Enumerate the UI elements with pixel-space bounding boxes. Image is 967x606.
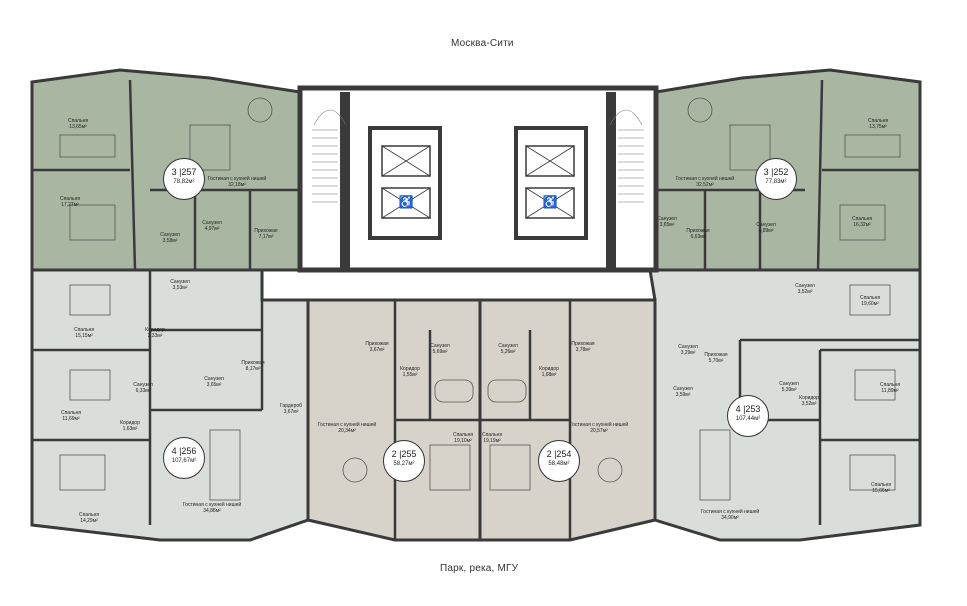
staircase-left: [312, 109, 347, 203]
apartment-number: 2 |255: [391, 449, 417, 459]
elevator-hall-left: [368, 126, 442, 240]
core-wall-left: [340, 92, 350, 270]
orientation-top: Москва-Сити: [451, 38, 514, 49]
elevator-cross: [525, 187, 575, 219]
furniture: [59, 97, 901, 501]
elevator-hall-right: [514, 126, 588, 240]
orientation-bottom: Парк, река, МГУ: [440, 563, 519, 574]
apartment-badge-256[interactable]: 4 |256 107,67м²: [163, 437, 205, 479]
apartment-number: 4 |253: [735, 404, 761, 414]
apartment-badge-255[interactable]: 2 |255 58,27м²: [383, 440, 425, 482]
apartment-number: 3 |257: [171, 167, 197, 177]
staircase-right: [609, 109, 644, 203]
building-core: [297, 85, 659, 273]
elevator-cross: [381, 145, 431, 177]
apartment-badge-254[interactable]: 2 |254 58,48м²: [538, 440, 580, 482]
apartment-area: 107,67м²: [171, 458, 197, 464]
apartment-number: 3 |252: [763, 167, 789, 177]
apartment-badge-257[interactable]: 3 |257 78,82м²: [163, 158, 205, 200]
apartment-area: 78,82м²: [173, 179, 195, 185]
apartment-253-zone[interactable]: [648, 268, 922, 542]
accessibility-icon: ♿: [543, 195, 558, 209]
accessibility-icon: ♿: [399, 195, 414, 209]
apartment-badge-252[interactable]: 3 |252 77,83м²: [755, 158, 797, 200]
apartment-badge-253[interactable]: 4 |253 107,44м²: [727, 395, 769, 437]
apartment-area: 58,48м²: [548, 461, 570, 467]
apartment-area: 58,27м²: [393, 461, 415, 467]
apartment-256-zone[interactable]: [30, 268, 310, 542]
elevator-cross: [381, 187, 431, 219]
apartment-area: 77,83м²: [765, 179, 787, 185]
elevator-cross: [525, 145, 575, 177]
apartment-number: 4 |256: [171, 446, 197, 456]
apartment-number: 2 |254: [546, 449, 572, 459]
core-wall-right: [606, 92, 616, 270]
apartment-area: 107,44м²: [735, 416, 761, 422]
